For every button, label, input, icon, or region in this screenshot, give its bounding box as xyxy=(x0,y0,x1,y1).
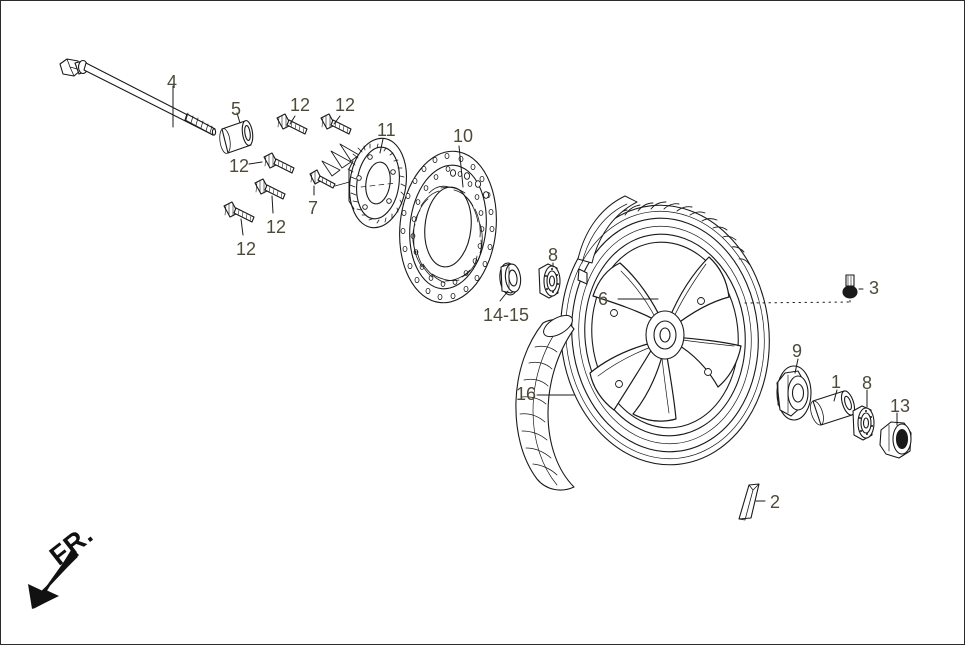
part-label-9: 9 xyxy=(792,341,803,361)
part-axle-nut xyxy=(879,421,912,459)
leader-5 xyxy=(236,112,241,124)
part-label-11: 11 xyxy=(377,120,396,140)
part-speedometer-gear-collar xyxy=(776,365,812,421)
part-axle-collar xyxy=(219,120,254,154)
leader-9 xyxy=(794,358,799,374)
part-label-14-15: 14-15 xyxy=(483,305,530,325)
part-label-12-a: 12 xyxy=(290,95,311,115)
part-disc-bolt-e xyxy=(223,201,255,223)
part-oil-seal xyxy=(499,262,522,296)
part-wheel-bearing-right xyxy=(852,405,875,441)
part-label-2: 2 xyxy=(770,492,781,512)
part-label-5: 5 xyxy=(231,99,242,119)
part-abs-pulser-ring xyxy=(347,137,407,229)
part-label-3: 3 xyxy=(869,278,880,298)
leader-10 xyxy=(458,145,464,188)
part-disc-bolt-b xyxy=(320,113,352,135)
arrow-down-left-icon xyxy=(28,549,79,609)
part-label-4: 4 xyxy=(167,72,178,92)
part-label-10: 10 xyxy=(453,126,474,146)
part-wheel-bearing-left xyxy=(538,263,561,299)
leader-1 xyxy=(833,389,838,402)
part-label-16: 16 xyxy=(516,384,537,404)
part-disc-bolt-c xyxy=(263,152,295,174)
part-label-7: 7 xyxy=(308,198,319,218)
part-label-1: 1 xyxy=(831,372,842,392)
part-pulser-ring-bolt xyxy=(309,169,336,189)
part-label-6: 6 xyxy=(598,289,609,309)
part-balance-weight xyxy=(738,483,760,521)
leader-14-15 xyxy=(499,290,509,302)
part-tire-valve-stem xyxy=(842,274,858,299)
part-label-8-b: 8 xyxy=(862,373,873,393)
part-label-12-b: 12 xyxy=(335,95,356,115)
part-disc-bolt-d xyxy=(254,178,286,200)
leader-11 xyxy=(379,138,384,154)
part-label-12-c: 12 xyxy=(229,156,250,176)
part-distance-collar xyxy=(810,390,856,426)
part-label-12-e: 12 xyxy=(236,239,257,259)
part-front-wheel xyxy=(515,195,770,491)
valve-dotted-leader xyxy=(744,301,851,304)
part-front-axle-bolt xyxy=(59,58,217,136)
part-disc-bolt-a xyxy=(276,113,308,135)
part-label-8-a: 8 xyxy=(548,245,559,265)
part-label-12-d: 12 xyxy=(266,217,287,237)
part-label-13: 13 xyxy=(890,396,911,416)
part-front-brake-disc xyxy=(399,150,497,304)
